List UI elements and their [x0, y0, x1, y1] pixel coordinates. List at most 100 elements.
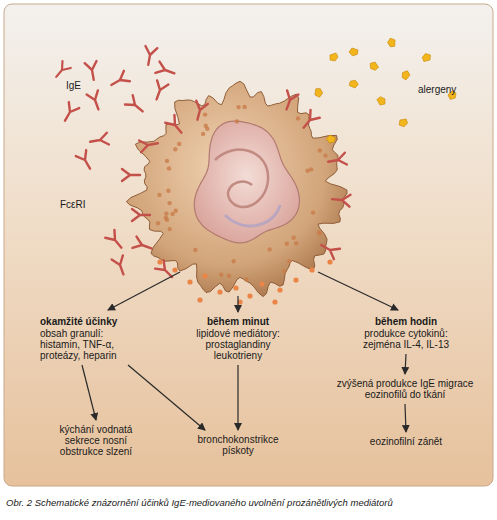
nucleus-fold: [215, 150, 268, 207]
allergen: [369, 61, 379, 71]
ige-antibody: [192, 101, 208, 121]
allergen: [387, 38, 397, 48]
granule: [287, 259, 291, 263]
ige-antibody: [112, 255, 129, 276]
granule: [244, 277, 248, 281]
granule: [166, 189, 170, 193]
granule: [177, 142, 181, 146]
ige-antibody: [327, 153, 347, 168]
block-heading: během hodin: [345, 316, 467, 328]
ige-antibody: [332, 193, 351, 207]
released-granule: [197, 297, 202, 302]
released-granule: [247, 293, 252, 298]
granule: [174, 209, 178, 213]
text-block: zvýšená produkce IgE migrace eozinofilů …: [334, 378, 476, 400]
effect-arrow: [108, 272, 180, 310]
granule: [170, 212, 174, 216]
text-block: během hodinprodukce cytokinů: zejména IL…: [345, 316, 467, 350]
granule: [318, 148, 322, 152]
granule: [292, 236, 296, 240]
ige-antibody: [87, 90, 104, 111]
text-block: bronchokonstrikce pískoty: [183, 434, 293, 456]
released-granule: [277, 287, 282, 292]
released-granule: [309, 267, 314, 272]
ige-antibody: [89, 133, 109, 148]
flow-arrow: [82, 365, 96, 420]
granule: [203, 112, 207, 116]
granule: [296, 116, 300, 120]
released-granule: [187, 279, 192, 284]
part-label: FcεRI: [60, 199, 86, 211]
mast-cell: [126, 81, 347, 296]
ige-antibody: [132, 237, 153, 254]
ige-antibody: [132, 209, 150, 221]
released-granule: [172, 267, 177, 272]
ige-antibody: [85, 61, 100, 81]
allergen: [313, 87, 324, 98]
released-granule: [217, 289, 222, 294]
granule: [318, 231, 322, 235]
flow-arrow: [405, 354, 406, 374]
released-granule: [157, 259, 162, 264]
allergen: [330, 53, 338, 61]
ige-antibody: [142, 46, 157, 66]
text-block: během minutlipidové mediátory: prostagla…: [183, 316, 293, 361]
ige-antibody: [52, 61, 71, 80]
granule: [323, 153, 327, 157]
ige-antibody: [125, 95, 147, 116]
flow-arrow: [237, 365, 238, 430]
granule: [204, 124, 208, 128]
text-block: okamžité účinkyobsah granulí: histamin, …: [40, 316, 140, 361]
cell-nucleus: [194, 121, 299, 243]
block-text: lipidové mediátory: prostaglandiny leuko…: [189, 328, 287, 361]
block-text: obsah granulí: histamin, TNF-α, proteázy…: [40, 328, 132, 361]
block-text: produkce cytokinů: zejména IL-4, IL-13: [351, 328, 461, 350]
allergen: [422, 53, 431, 62]
ige-antibody: [151, 80, 168, 101]
allergen: [377, 96, 386, 105]
granule: [242, 105, 246, 109]
ige-antibody: [108, 71, 130, 90]
granule: [236, 105, 240, 109]
flow-arrow: [405, 404, 406, 432]
granule: [165, 159, 169, 163]
text-block: kýchání vodnatá sekrece nosní obstrukce …: [56, 424, 136, 457]
granule: [235, 119, 239, 123]
block-heading: během minut: [183, 316, 293, 328]
background-panel: [4, 4, 493, 486]
granule: [167, 166, 171, 170]
allergen: [348, 78, 359, 89]
allergen: [326, 134, 337, 145]
granule: [294, 241, 298, 245]
effect-arrow: [237, 296, 238, 312]
text-block: eozinofilní zánět: [355, 436, 457, 447]
granule: [268, 247, 272, 251]
ige-antibody: [318, 240, 340, 259]
released-granule: [259, 281, 264, 286]
ige-antibody: [281, 90, 298, 111]
granule: [311, 210, 315, 214]
block-heading: okamžité účinky: [40, 316, 140, 328]
ige-antibody: [60, 102, 79, 124]
released-granule: [327, 259, 332, 264]
block-text: kýchání vodnatá sekrece nosní obstrukce …: [57, 424, 135, 457]
block-text: zvýšená produkce IgE migrace eozinofilů …: [336, 378, 474, 400]
figure-caption: Obr. 2 Schematické znázornění účinků IgE…: [6, 497, 393, 509]
released-granule: [233, 285, 238, 290]
nucleus-fold: [225, 205, 280, 226]
granule: [164, 211, 168, 215]
allergen: [400, 70, 411, 81]
granule: [282, 269, 286, 273]
granule: [168, 227, 172, 231]
ige-antibody: [165, 115, 186, 137]
ige-antibody: [122, 169, 140, 181]
allergen: [399, 118, 408, 127]
ige-antibody: [155, 62, 176, 79]
granule: [232, 259, 236, 263]
ige-antibody: [299, 110, 320, 132]
ige-antibody: [76, 150, 95, 172]
ige-antibody: [139, 137, 159, 152]
granule: [167, 201, 171, 205]
granule: [285, 242, 289, 246]
part-label: IgE: [66, 80, 81, 92]
